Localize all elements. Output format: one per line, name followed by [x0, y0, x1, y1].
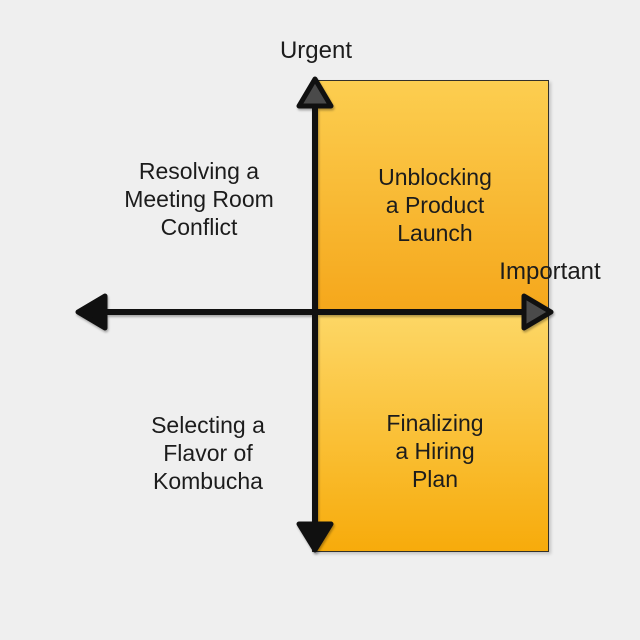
quadrant-label-top-left: Resolving a Meeting Room Conflict — [124, 157, 274, 241]
quadrant-label-line: a Hiring — [395, 438, 475, 464]
quadrant-label-top-right: Unblocking a Product Launch — [378, 163, 492, 247]
quadrant-label-line: Unblocking — [378, 164, 492, 190]
quadrant-label-line: Conflict — [160, 214, 238, 240]
quadrant-label-bottom-left: Selecting a Flavor of Kombucha — [151, 411, 265, 495]
quadrant-box-urgent-important — [312, 80, 549, 312]
quadrant-label-line: Flavor of — [163, 440, 253, 466]
quadrant-label-line: Meeting Room — [124, 186, 274, 212]
arrowhead-left-icon — [75, 293, 108, 331]
quadrant-label-line: a Product — [385, 192, 485, 218]
quadrant-label-line: Resolving a — [138, 158, 260, 184]
arrowhead-down-icon — [296, 521, 334, 553]
quadrant-label-bottom-right: Finalizing a Hiring Plan — [386, 409, 483, 493]
quadrant-box-important-not-urgent — [312, 312, 549, 552]
axis-label-urgent: Urgent — [279, 37, 353, 64]
arrowhead-right-icon — [521, 293, 554, 331]
quadrant-label-line: Kombucha — [153, 468, 263, 494]
quadrant-label-line: Selecting a — [151, 412, 265, 438]
quadrant-label-line: Finalizing — [386, 410, 484, 436]
axis-label-important: Important — [499, 258, 601, 285]
quadrant-label-line: Launch — [397, 220, 473, 246]
arrowhead-up-icon — [296, 76, 334, 109]
quadrant-label-line: Plan — [411, 466, 459, 492]
